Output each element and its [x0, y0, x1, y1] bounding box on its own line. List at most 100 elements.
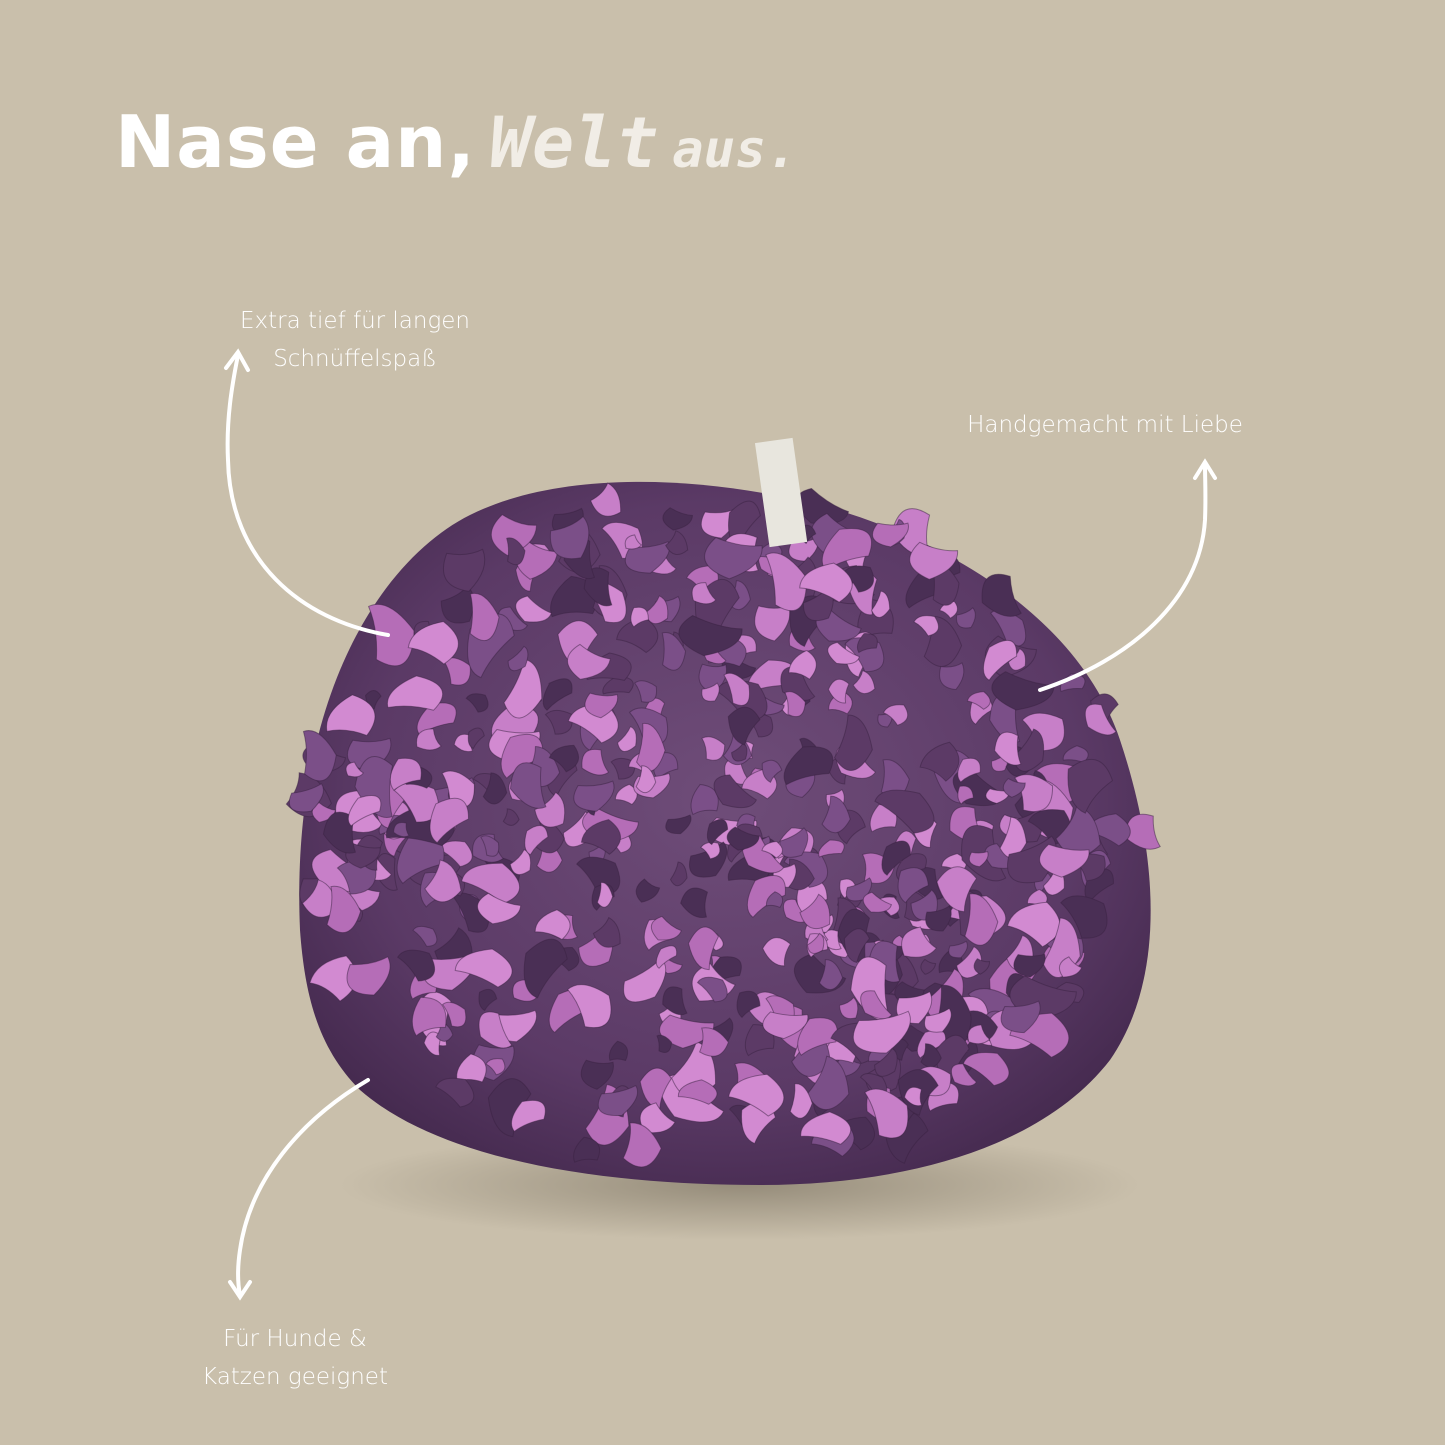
- fleece-strip: [636, 722, 666, 772]
- fleece-strip: [843, 928, 871, 964]
- fleece-strip: [602, 675, 634, 695]
- mat-ruffles: [285, 482, 1161, 1168]
- fleece-strip: [680, 887, 709, 919]
- fleece-strip: [534, 791, 566, 828]
- arrow-handmade-head-icon: [1193, 458, 1217, 480]
- fleece-strip: [624, 541, 670, 574]
- fleece-strip: [966, 691, 991, 710]
- fleece-strip: [442, 548, 486, 592]
- fleece-strip: [818, 839, 845, 858]
- fleece-strip: [524, 825, 549, 856]
- fleece-strip: [580, 819, 621, 855]
- fleece-strip: [1086, 813, 1131, 847]
- fleece-strip: [669, 861, 688, 887]
- fleece-strip: [726, 826, 760, 851]
- fleece-strip: [939, 662, 965, 691]
- fleece-strip: [788, 649, 817, 680]
- fleece-strip: [661, 632, 687, 671]
- fleece-strip: [507, 645, 529, 672]
- fleece-strip: [665, 530, 689, 555]
- fleece-strip: [881, 840, 911, 876]
- arrow-pets-head-icon: [228, 1280, 252, 1301]
- feature-deep-line2: Schnüffelspaß: [273, 346, 437, 372]
- fleece-strip: [581, 748, 610, 776]
- fleece-strip: [806, 1055, 850, 1110]
- fleece-strip: [955, 607, 976, 629]
- fleece-strip: [523, 938, 568, 999]
- fleece-strip: [416, 728, 442, 751]
- fleece-strip: [346, 956, 391, 996]
- fleece-strip: [478, 1011, 513, 1049]
- fleece-strip: [580, 1059, 614, 1090]
- fleece-strip: [968, 850, 989, 868]
- fleece-strip: [872, 522, 909, 548]
- fleece-strip: [597, 1084, 639, 1116]
- fleece-strip: [610, 757, 636, 780]
- fleece-strip: [762, 1011, 809, 1040]
- fleece-strip: [1067, 758, 1114, 814]
- fleece-strip: [728, 1073, 785, 1117]
- fleece-strip: [566, 643, 611, 680]
- fleece-strip: [950, 1063, 978, 1087]
- fleece-strip: [656, 1034, 673, 1053]
- fleece-strip: [511, 1099, 546, 1133]
- fleece-strip: [762, 937, 792, 967]
- fleece-strip: [662, 986, 688, 1016]
- fleece-strip: [687, 926, 720, 971]
- fleece-strip: [964, 893, 999, 946]
- fleece-strip: [723, 672, 750, 706]
- fleece-strip: [985, 788, 1010, 804]
- fleece-strip: [490, 513, 538, 557]
- fleece-strip: [478, 988, 498, 1012]
- feature-pets: Für Hunde & Katzen geeignet: [160, 1320, 430, 1396]
- fleece-strip: [761, 759, 783, 784]
- fleece-strip: [544, 709, 573, 735]
- fleece-strip: [862, 891, 893, 913]
- feature-handmade: Handgemacht mit Liebe: [967, 412, 1243, 438]
- fleece-strip: [799, 562, 853, 603]
- fleece-strip: [435, 1077, 475, 1108]
- fleece-strip: [624, 534, 643, 550]
- fleece-strip: [635, 878, 661, 903]
- fleece-strip: [454, 948, 513, 988]
- fleece-strip: [874, 1047, 898, 1077]
- fleece-strip: [936, 866, 978, 913]
- arrow-deep-head-icon: [224, 348, 250, 372]
- fleece-strip: [691, 582, 717, 605]
- fleece-strip: [288, 783, 324, 813]
- fleece-strip: [416, 702, 457, 736]
- fleece-strip: [1058, 956, 1083, 978]
- fleece-strip: [802, 586, 834, 622]
- fleece-strip: [509, 848, 532, 876]
- fleece-strip: [548, 744, 580, 773]
- fleece-strip: [1012, 728, 1045, 772]
- fleece-strip: [957, 785, 974, 805]
- fleece-strip: [967, 1024, 991, 1045]
- fleece-strip: [871, 590, 891, 618]
- feature-pets-line2: Katzen geeignet: [202, 1364, 388, 1390]
- fleece-strip: [407, 621, 459, 665]
- fleece-strip: [573, 780, 615, 812]
- fleece-strip: [765, 891, 784, 909]
- fleece-strip: [833, 714, 873, 771]
- fleece-strip: [821, 528, 873, 572]
- fleece-strip: [948, 940, 968, 959]
- fleece-strip: [882, 704, 909, 726]
- fleece-strip: [799, 893, 831, 930]
- fleece-strip: [856, 633, 878, 654]
- fleece-strip: [590, 482, 622, 517]
- fleece-strip: [534, 909, 571, 941]
- fleece-strip: [852, 1010, 911, 1054]
- fleece-strip: [1039, 843, 1090, 878]
- fleece-strip: [482, 772, 508, 805]
- fleece-strip: [616, 617, 659, 654]
- fleece-strip: [864, 1088, 909, 1139]
- fleece-strip: [467, 727, 485, 750]
- fleece-strip: [442, 657, 471, 686]
- fleece-strip: [713, 774, 758, 809]
- fleece-strip: [393, 822, 410, 838]
- fleece-strip: [396, 949, 436, 982]
- fleece-strip: [704, 536, 763, 580]
